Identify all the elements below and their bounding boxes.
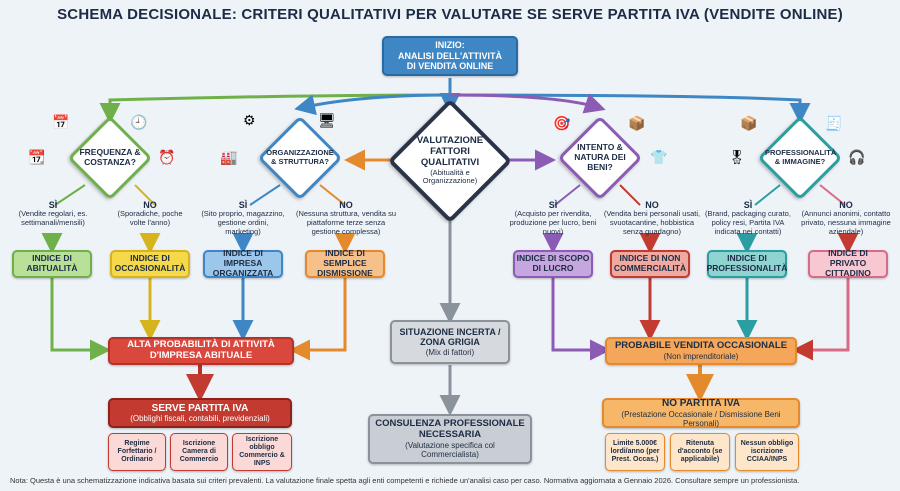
answer-prof-yes-label: SÌ — [743, 200, 753, 210]
index-non-commercialita: INDICE DI NON COMMERCIALITÀ — [610, 250, 690, 278]
outcome-consulenza-line2: NECESSARIA — [418, 428, 482, 440]
outcome-incerta-line1: SITUAZIONE INCERTA / — [399, 327, 501, 338]
warehouse-icon: 🏭 — [220, 149, 238, 165]
index-abitualita: INDICE DI ABITUALITÀ — [12, 250, 92, 278]
monitor-icon: 🖥 — [318, 112, 336, 128]
headset-icon: 🎧 — [848, 149, 866, 165]
index-impresa-organizzata: INDICE DI IMPRESA ORGANIZZATA — [203, 248, 283, 278]
outcome-situazione-incerta: SITUAZIONE INCERTA / ZONA GRIGIA (Mix di… — [390, 320, 510, 364]
clock-icon: ⏰ — [158, 149, 176, 165]
outcome-no-partita-iva: NO PARTITA IVA (Prestazione Occasionale … — [602, 398, 800, 428]
center-line3: QUALITATIVI — [420, 156, 480, 168]
diamond-frequency: FREQUENZA & COSTANZA? — [67, 115, 153, 201]
outcome-alta-line1: ALTA PROBABILITÀ DI ATTIVITÀ — [127, 339, 275, 351]
answer-prof-no: NO (Annunci anonimi, contatto privato, n… — [798, 200, 894, 236]
answer-prof-no-label: NO — [839, 200, 853, 210]
diamond-organization: ORGANIZZAZIONE & STRUTTURA? — [257, 115, 343, 201]
diamond-organization-label: ORGANIZZAZIONE & STRUTTURA? — [266, 148, 334, 166]
answer-prof-yes-text: (Brand, packaging curato, policy resi, P… — [705, 209, 791, 236]
center-line2: FATTORI — [430, 145, 470, 157]
shirt-icon: 👕 — [650, 149, 668, 165]
index-scopo-lucro: INDICE DI SCOPO DI LUCRO — [513, 250, 593, 278]
answer-org-no: NO (Nessuna struttura, vendita su piatta… — [294, 200, 398, 236]
detail-left-2: Iscrizione Camera di Commercio — [170, 433, 228, 471]
detail-right-3: Nessun obbligo iscrizione CCIAA/INPS — [735, 433, 799, 471]
footer-note: Nota: Questa è una schematizzazione indi… — [10, 476, 800, 485]
answer-intent-yes-text: (Acquisto per rivendita, produzione per … — [509, 209, 597, 236]
page-title: SCHEMA DECISIONALE: CRITERI QUALITATIVI … — [57, 6, 843, 23]
calendar-icon: 📅 — [52, 114, 70, 130]
gears-icon: ⚙ — [243, 112, 256, 128]
answer-org-yes-label: SÌ — [238, 200, 248, 210]
outcome-vendita-occasionale: PROBABILE VENDITA OCCASIONALE (Non impre… — [605, 337, 797, 365]
answer-intent-no-label: NO — [645, 200, 659, 210]
outcome-alta-probabilita: ALTA PROBABILITÀ DI ATTIVITÀ D'IMPRESA A… — [108, 337, 294, 365]
index-occasionalita: INDICE DI OCCASIONALITÀ — [110, 250, 190, 278]
center-line1: VALUTAZIONE — [416, 134, 484, 146]
detail-left-1: Regime Forfettario / Ordinario — [108, 433, 166, 471]
answer-freq-no-text: (Sporadiche, poche volte l'anno) — [117, 209, 183, 227]
target-icon: 🎯 — [553, 115, 571, 131]
answer-freq-no-label: NO — [143, 200, 157, 210]
answer-freq-yes: SÌ (Vendite regolari, es. settimanali/me… — [10, 200, 96, 228]
start-line3: DI VENDITA ONLINE — [406, 61, 494, 72]
answer-intent-yes-label: SÌ — [548, 200, 558, 210]
diamond-professionality-label: PROFESSIONALITÀ & IMMAGINE? — [765, 148, 837, 166]
center-diamond: VALUTAZIONE FATTORI QUALITATIVI (Abitual… — [387, 98, 513, 224]
answer-org-yes: SÌ (Sito proprio, magazzino, gestione or… — [200, 200, 286, 236]
answer-prof-no-text: (Annunci anonimi, contatto privato, ness… — [801, 209, 891, 236]
diamond-professionality: PROFESSIONALITÀ & IMMAGINE? — [757, 115, 843, 201]
start-line1: INIZIO: — [435, 40, 465, 51]
outcome-no-iva-sub: (Prestazione Occasionale / Dismissione B… — [621, 409, 781, 428]
answer-org-no-text: (Nessuna struttura, vendita su piattafor… — [295, 209, 397, 236]
answer-org-yes-text: (Sito proprio, magazzino, gestione ordin… — [201, 209, 285, 236]
start-box: INIZIO: ANALISI DELL'ATTIVITÀ DI VENDITA… — [382, 36, 518, 76]
outcome-occasionale-line1: PROBABILE VENDITA OCCASIONALE — [614, 339, 788, 351]
answer-freq-yes-label: SÌ — [48, 200, 58, 210]
outcome-incerta-line2: ZONA GRIGIA — [420, 337, 480, 348]
box-icon: 📦 — [628, 115, 646, 131]
outcome-incerta-sub: (Mix di fattori) — [425, 347, 475, 357]
document-icon: 🧾 — [825, 115, 843, 131]
index-semplice-dismissione: INDICE DI SEMPLICE DISMISSIONE — [305, 248, 385, 278]
package-icon: 📦 — [740, 115, 758, 131]
badge-icon: 🎖 — [728, 149, 746, 165]
diamond-intent-label: INTENTO & NATURA DEI BENI? — [574, 142, 626, 172]
outcome-consulenza: CONSULENZA PROFESSIONALE NECESSARIA (Val… — [368, 414, 532, 464]
clock-icon: 🕘 — [130, 114, 148, 130]
outcome-alta-line2: D'IMPRESA ABITUALE — [149, 350, 253, 361]
detail-left-3: Iscrizione obbligo Commercio & INPS — [232, 433, 292, 471]
outcome-occasionale-sub: (Non imprenditoriale) — [663, 351, 739, 361]
answer-prof-yes: SÌ (Brand, packaging curato, policy resi… — [702, 200, 794, 236]
outcome-consulenza-sub: (Valutazione specifica col Commercialist… — [405, 440, 495, 459]
index-professionalita: INDICE DI PROFESSIONALITÀ — [707, 250, 787, 278]
answer-intent-yes: SÌ (Acquisto per rivendita, produzione p… — [508, 200, 598, 236]
answer-freq-yes-text: (Vendite regolari, es. settimanali/mensi… — [18, 209, 88, 227]
outcome-no-iva-line1: NO PARTITA IVA — [662, 398, 740, 410]
diamond-frequency-label: FREQUENZA & COSTANZA? — [79, 147, 141, 167]
diamond-intent: INTENTO & NATURA DEI BENI? — [557, 115, 643, 201]
detail-right-1: Limite 5.000€ lordi/anno (per Prest. Occ… — [605, 433, 665, 471]
start-line2: ANALISI DELL'ATTIVITÀ — [398, 50, 502, 61]
outcome-consulenza-line1: CONSULENZA PROFESSIONALE — [375, 417, 525, 429]
answer-intent-no: NO (Vendita beni personali usati, svuota… — [602, 200, 702, 236]
detail-right-2: Ritenuta d'acconto (se applicabile) — [670, 433, 730, 471]
answer-org-no-label: NO — [339, 200, 353, 210]
answer-freq-no: NO (Sporadiche, poche volte l'anno) — [110, 200, 190, 228]
index-privato-cittadino: INDICE DI PRIVATO CITTADINO — [808, 248, 888, 278]
outcome-serve-iva-line1: SERVE PARTITA IVA — [151, 402, 249, 414]
center-sub: (Abitualità e Organizzazione) — [422, 167, 478, 186]
calendar-icon: 📆 — [28, 149, 46, 165]
answer-intent-no-text: (Vendita beni personali usati, svuotacan… — [603, 209, 701, 236]
outcome-serve-partita-iva: SERVE PARTITA IVA (Obblighi fiscali, con… — [108, 398, 292, 428]
outcome-serve-iva-sub: (Obblighi fiscali, contabili, previdenzi… — [130, 414, 270, 424]
